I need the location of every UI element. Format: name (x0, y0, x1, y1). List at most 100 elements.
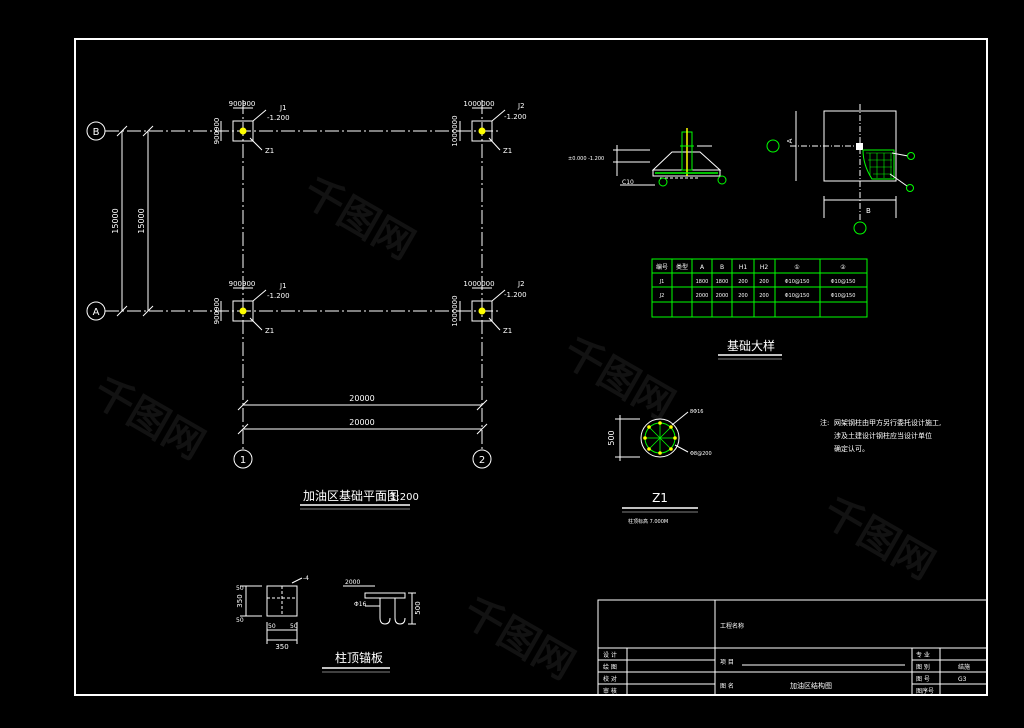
table-cell: 1800 (716, 279, 729, 285)
table-row: J2 2000 2000 200 200 Φ10@150 Φ10@150 (659, 293, 856, 299)
footing-B1-tag: J1 (279, 104, 287, 112)
foundation-schedule-table (651, 258, 868, 318)
footing-B1 (220, 107, 267, 151)
table-cell: J1 (659, 279, 665, 285)
title-block (597, 599, 988, 696)
table-header-cell: ① (794, 264, 799, 271)
tb-row-label: 设 计 (603, 651, 617, 659)
detail-dim-b: B (866, 207, 871, 215)
grid-bubble-2 (472, 449, 492, 469)
table-cell: 200 (759, 293, 769, 299)
table-header-cell: H1 (739, 264, 748, 271)
column-Z1 (239, 127, 247, 135)
footing-B1-column: Z1 (265, 147, 274, 155)
footing-A2 (459, 287, 506, 331)
table-header-cell: 类型 (676, 263, 688, 271)
footing-B2 (459, 107, 506, 151)
grid-label-2: 2 (479, 455, 485, 466)
column-Z1 (478, 307, 486, 315)
watermark-text: 千图网 (555, 329, 682, 429)
detail-title: 基础大样 (727, 338, 775, 353)
footing-A2-tag: J2 (517, 280, 525, 288)
tb-right-value: G3 (958, 676, 967, 683)
table-header-row: 编号 类型 A B H1 H2 ① ② (656, 263, 846, 271)
table-header-cell: A (700, 264, 705, 271)
note-prefix: 注: (820, 418, 829, 427)
embed-plate-plan (240, 577, 303, 644)
tb-project-label: 工程名称 (720, 622, 744, 630)
column-dim: 500 (607, 430, 616, 445)
dim-text-left-2: 15000 (137, 208, 146, 233)
embed-anchor-label: Φ16 (354, 601, 367, 608)
tb-right-label: 专 业 (916, 651, 930, 659)
footing-A2-elev: -1.200 (504, 291, 527, 299)
watermark-text: 千图网 (455, 589, 582, 689)
note-line-1: 网架钢柱由甲方另行委托设计施工, (834, 418, 941, 427)
footing-A2-size-side: 1000000 (451, 295, 459, 326)
footing-A1 (220, 287, 267, 331)
section-note: ±0.000 -1.200 (568, 156, 604, 162)
footing-A2-size-top: 1000000 (463, 280, 494, 288)
grid-label-A: A (93, 307, 100, 318)
footing-B2-size-top: 1000000 (463, 100, 494, 108)
footing-B1-size-top: 900900 (229, 100, 256, 108)
grid-label-B: B (93, 127, 100, 138)
embed-plate-elevation (343, 585, 416, 625)
tb-right-label: 图序号 (916, 687, 934, 695)
column-section-z1 (615, 411, 689, 461)
tb-row-label: 校 对 (603, 675, 617, 683)
watermark-text: 千图网 (815, 489, 942, 589)
embed-dim-2000: 2000 (345, 579, 360, 586)
tb-row-label: 绘 图 (603, 663, 617, 671)
grid-bubble-B (86, 121, 106, 141)
tb-drawing-name: 加油区结构图 (790, 681, 832, 690)
footing-plan-detail (766, 104, 915, 235)
footing-B1-size-side: 900900 (213, 118, 221, 145)
dim-text-left-1: 15000 (111, 208, 120, 233)
table-cell: 200 (759, 279, 769, 285)
grid-label-1: 1 (240, 455, 246, 466)
grid-bubble-A (86, 301, 106, 321)
embed-dim-500: 500 (414, 601, 422, 614)
table-cell: Φ10@150 (785, 279, 810, 285)
section-label: C10 (622, 179, 634, 186)
tb-row-label: 审 核 (603, 687, 617, 695)
table-cell: Φ10@150 (831, 279, 856, 285)
watermark-text: 千图网 (295, 169, 422, 269)
plan-title: 加油区基础平面图 (303, 489, 399, 503)
table-cell: J2 (659, 293, 665, 299)
footing-B2-elev: -1.200 (504, 113, 527, 121)
embed-plate-note: -4 (303, 575, 309, 582)
foundation-plan (86, 100, 500, 469)
note-line-3: 确定认可。 (834, 444, 869, 453)
table-cell: 200 (738, 279, 748, 285)
tb-right-label: 图 别 (916, 663, 930, 671)
column-title: Z1 (652, 491, 668, 505)
embed-dim-350-h: 350 (275, 643, 288, 651)
column-label-side: Φ8@200 (690, 451, 712, 457)
footing-A1-elev: -1.200 (267, 292, 290, 300)
table-header-cell: 编号 (656, 263, 668, 271)
tb-right-value: 结施 (958, 663, 970, 671)
table-cell: 1800 (696, 279, 709, 285)
footing-A1-tag: J1 (279, 282, 287, 290)
embed-dim-50-d: 50 (236, 617, 244, 624)
column-label-top: 8Φ16 (690, 409, 703, 415)
table-cell: Φ10@150 (785, 293, 810, 299)
embed-title: 柱顶锚板 (335, 650, 383, 665)
column-Z1 (239, 307, 247, 315)
tb-right-label: 图 号 (916, 676, 930, 683)
footing-section-detail (613, 128, 727, 187)
footing-A1-size-side: 900900 (213, 298, 221, 325)
table-cell: 2000 (696, 293, 709, 299)
dim-text-bottom-2: 20000 (349, 418, 374, 427)
embed-dim-50-a: 50 (268, 623, 276, 630)
embed-dim-50-c: 50 (236, 585, 244, 592)
footing-B2-size-side: 1000000 (451, 115, 459, 146)
footing-A2-column: Z1 (503, 327, 512, 335)
footing-A1-column: Z1 (265, 327, 274, 335)
column-Z1 (478, 127, 486, 135)
tb-item-label: 项 目 (720, 659, 734, 666)
